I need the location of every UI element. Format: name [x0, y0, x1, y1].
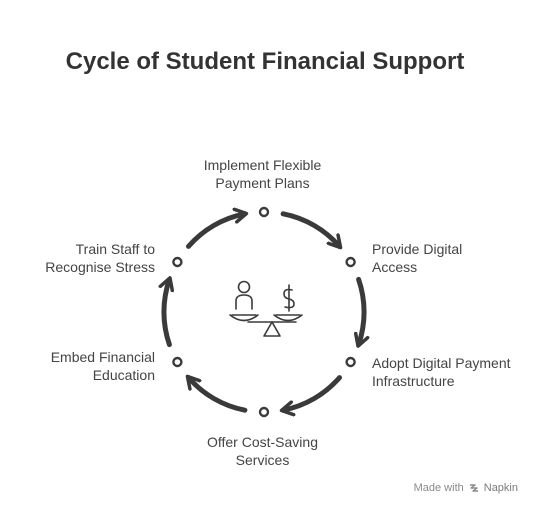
cycle-arrow	[283, 375, 342, 411]
step-label-cost-saving-services: Offer Cost-Saving Services	[206, 434, 318, 468]
step-label-flexible-payment-plans: Implement Flexible Payment Plans	[203, 157, 322, 191]
cycle-node	[172, 356, 183, 368]
step-label-train-staff: Train Staff to Recognise Stress	[45, 241, 155, 275]
branding-prefix: Made with	[413, 482, 464, 494]
cycle-node	[172, 256, 183, 268]
cycle-arrow	[359, 276, 364, 344]
cycle-node	[345, 356, 356, 368]
cycle-arrow	[164, 279, 169, 348]
step-label-financial-education: Embed Financial Education	[50, 349, 155, 383]
cycle-node	[258, 406, 270, 418]
step-label-digital-access: Provide Digital Access	[372, 241, 463, 275]
person-scale-dollar-icon	[229, 280, 303, 337]
cycle-arrow	[186, 214, 245, 249]
cycle-arrow	[189, 378, 248, 413]
cycle-node	[258, 206, 270, 218]
napkin-logo-icon	[469, 484, 478, 492]
cycle-node	[345, 256, 356, 268]
branding-name: Napkin	[483, 482, 518, 494]
diagram-title: Cycle of Student Financial Support	[65, 48, 465, 75]
napkin-branding: Made with Napkin	[414, 482, 518, 494]
step-label-digital-payment-infrastructure: Adopt Digital Payment Infrastructure	[372, 355, 511, 389]
cycle-arrow	[280, 211, 339, 247]
